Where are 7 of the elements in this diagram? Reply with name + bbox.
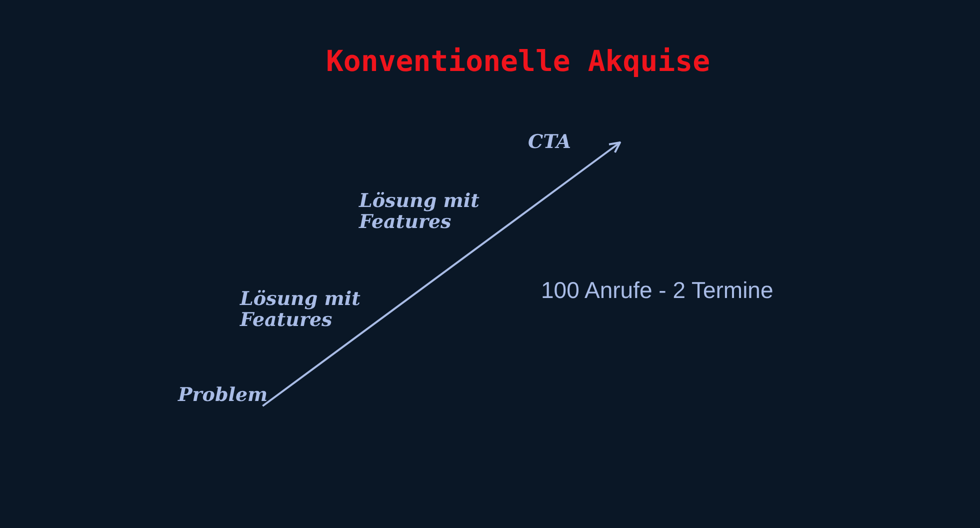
stage-label: CTA [528,132,620,153]
arrow [262,142,621,407]
stage-label: Lösung mit Features [359,191,480,233]
note-text: 100 Anrufe - 2 Termine [541,277,774,304]
title: Konventionelle Akquise [324,44,712,78]
stage-label: Problem [178,385,268,406]
stage-label: Lösung mit Features [240,289,362,331]
